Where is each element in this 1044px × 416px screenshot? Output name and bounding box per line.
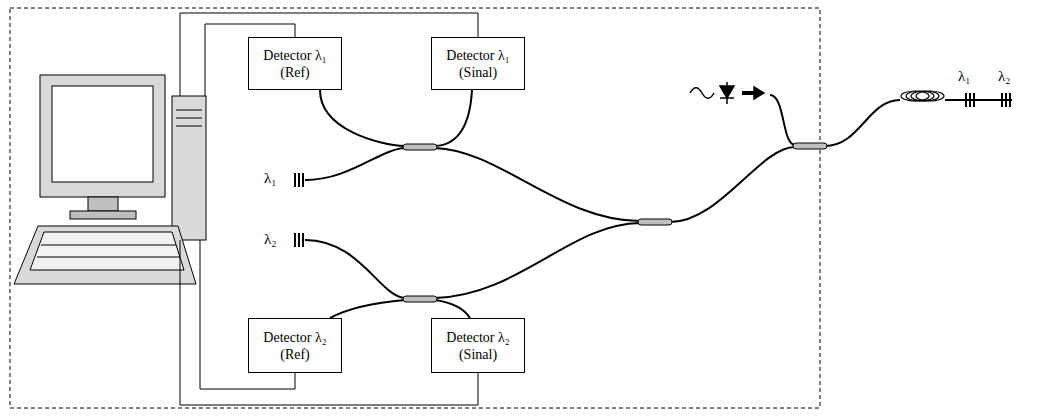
fiber-coupler (403, 143, 827, 302)
fiber-coil (901, 91, 944, 101)
wavelength-label: λ₁ (264, 170, 277, 187)
detector-label: Detector λ₂ (Sinal) (438, 329, 518, 363)
instrument-boundary (10, 8, 820, 408)
detector-box: Detector λ₂ (Sinal) (431, 318, 525, 373)
light-source (690, 82, 764, 104)
wavelength-label: λ₂ (264, 231, 277, 248)
computer (14, 75, 206, 284)
optical-fibers (305, 90, 1012, 318)
bragg-grating (295, 93, 1010, 247)
detector-label: Detector λ₁ (Sinal) (438, 47, 518, 81)
detector-box: Detector λ₂ (Ref) (248, 318, 342, 373)
detector-label: Detector λ₂ (Ref) (255, 329, 335, 363)
detector-box: Detector λ₁ (Sinal) (431, 37, 525, 90)
wavelength-label: λ₂ (998, 68, 1011, 85)
wavelength-label: λ₁ (958, 68, 971, 85)
detector-label: Detector λ₁ (Ref) (255, 47, 335, 81)
detector-box: Detector λ₁ (Ref) (248, 37, 342, 90)
